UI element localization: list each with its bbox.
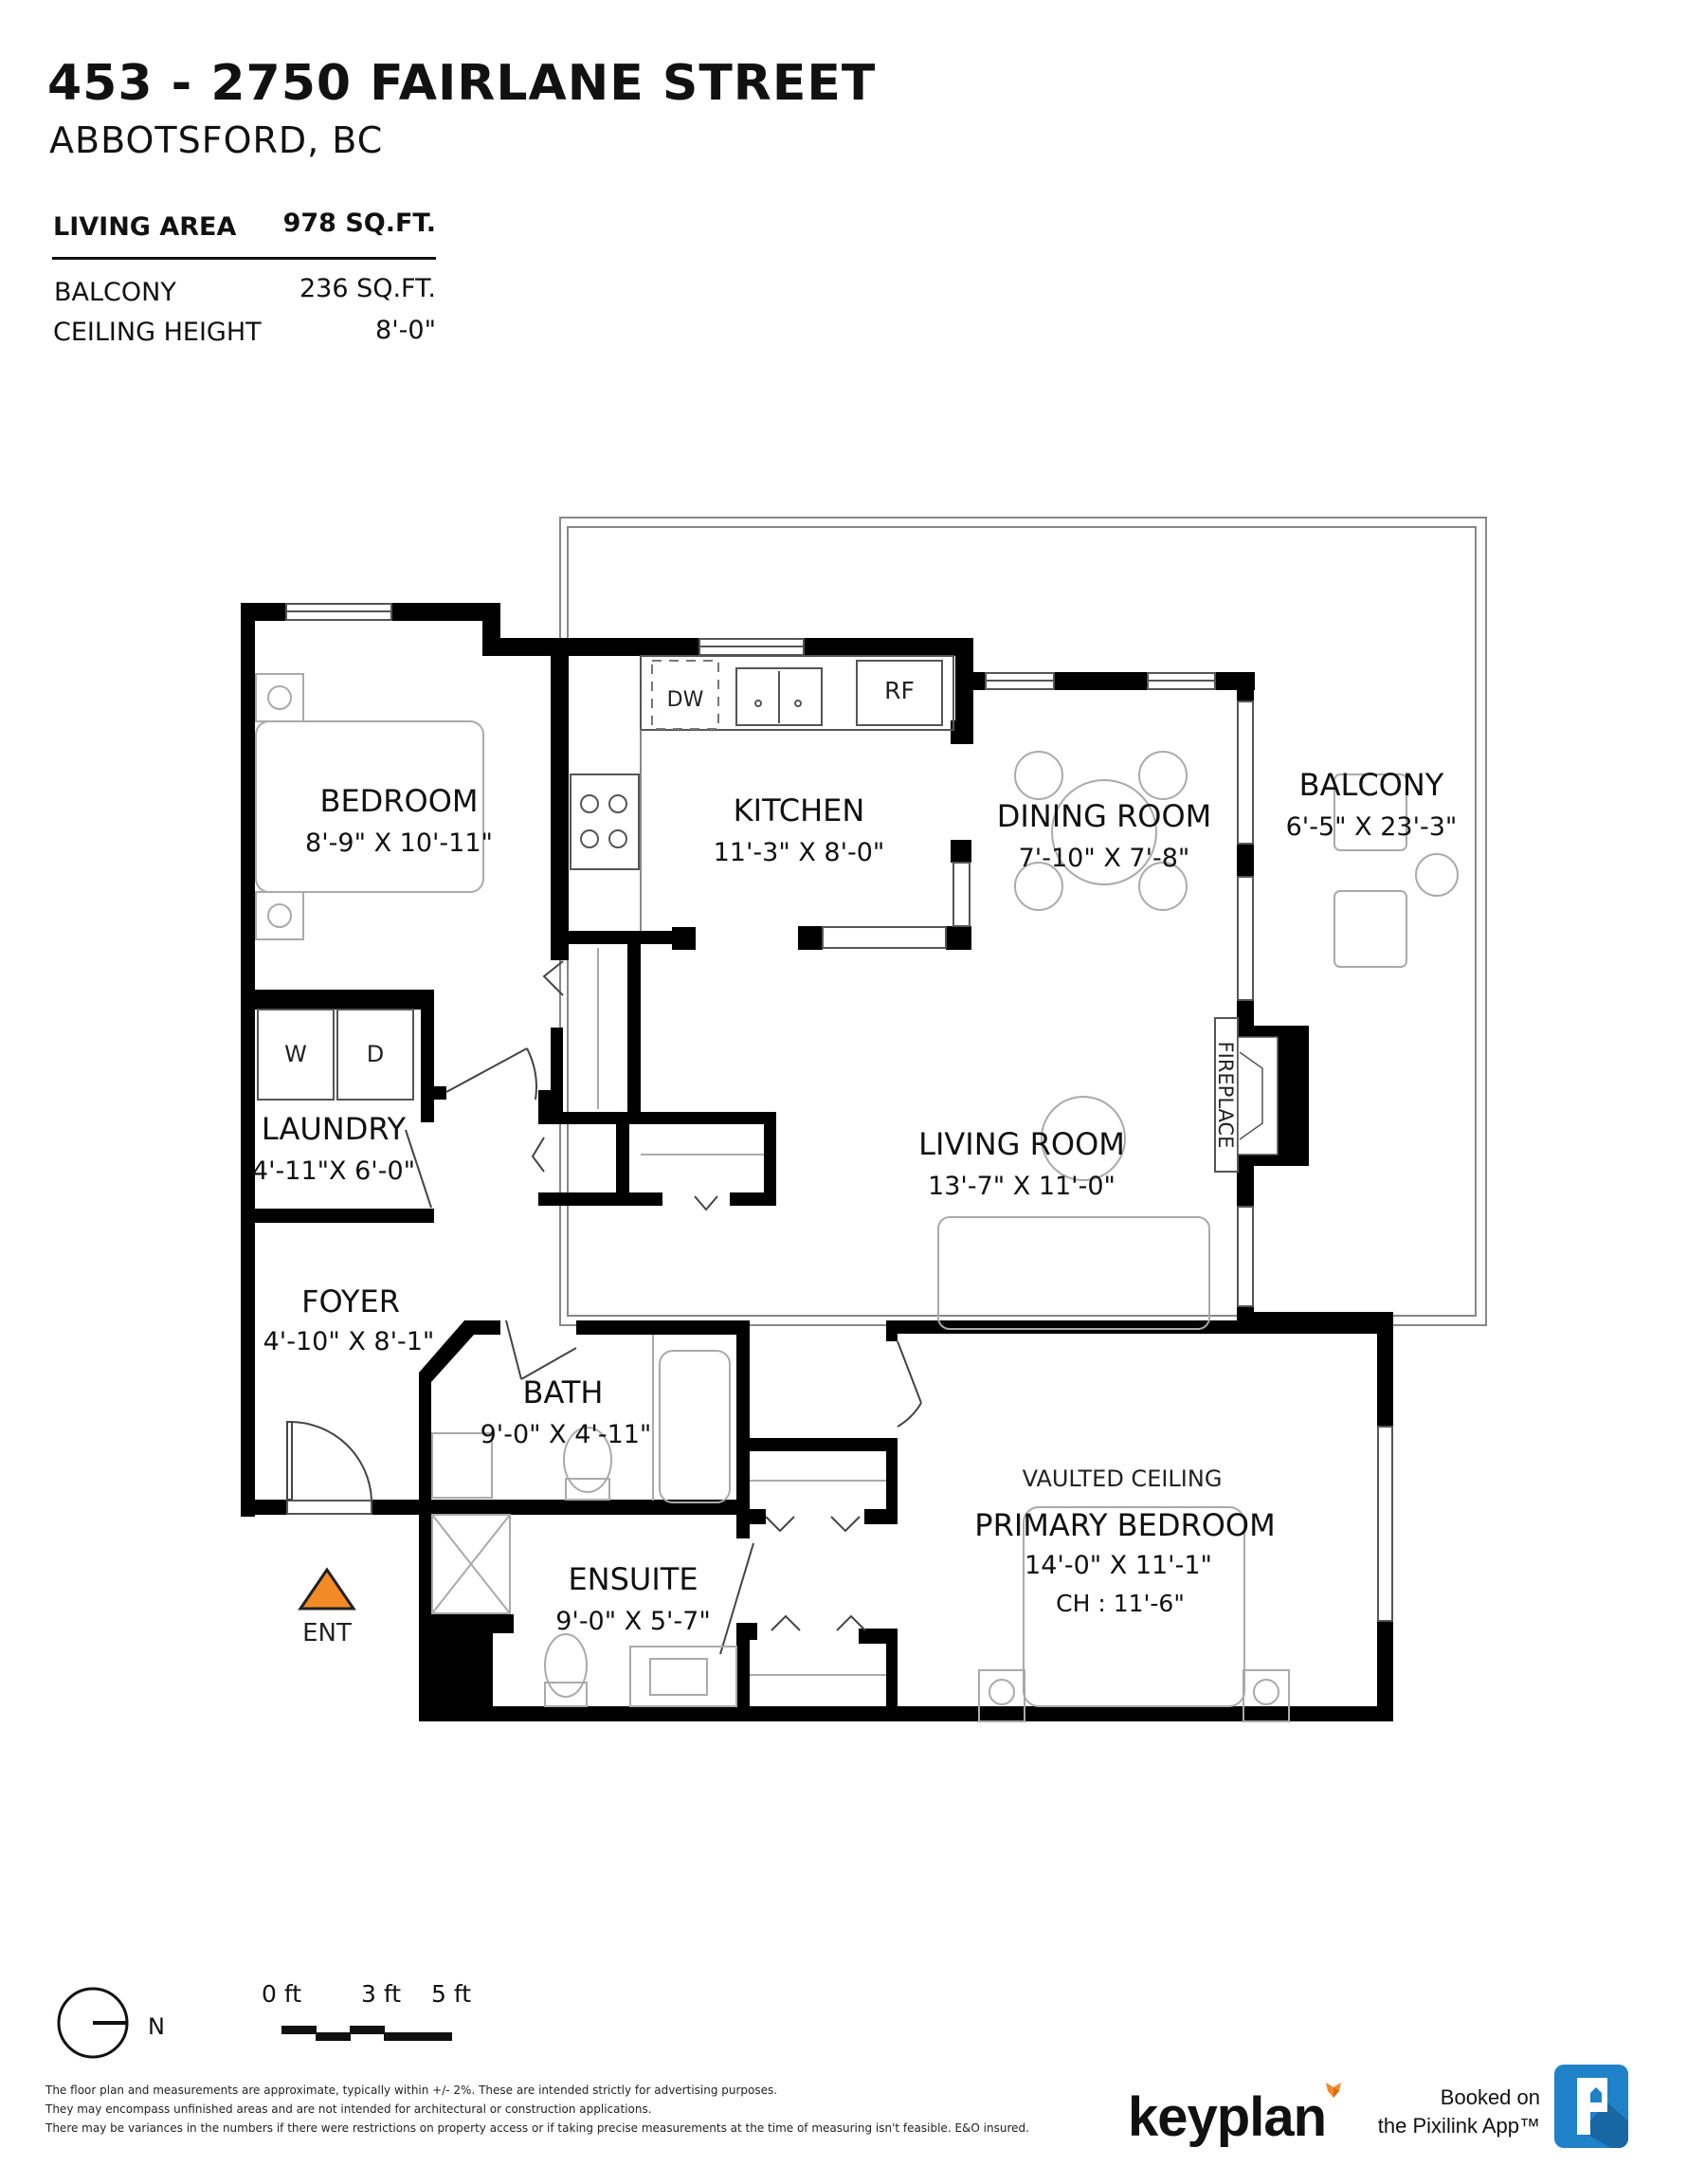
room-name: BALCONY bbox=[1299, 767, 1444, 803]
booked-on-text: Booked on the Pixilink App™ bbox=[1346, 2084, 1540, 2140]
room-balcony: BALCONY 6'-5" X 23'-3" bbox=[1286, 767, 1458, 842]
vaulted-ceiling-note: VAULTED CEILING bbox=[1023, 1465, 1223, 1492]
disclaimer-line: There may be variances in the numbers if… bbox=[45, 2121, 1029, 2135]
fox-icon bbox=[1326, 2083, 1341, 2098]
furniture bbox=[255, 673, 1459, 1722]
room-dimensions: 7'-10" X 7'-8" bbox=[1019, 844, 1190, 873]
balcony-area-value: 236 SQ.FT. bbox=[299, 274, 436, 303]
fireplace-label: FIREPLACE bbox=[1214, 1042, 1237, 1149]
room-dining: DINING ROOM 7'-10" X 7'-8" bbox=[997, 798, 1212, 873]
property-address: 453 - 2750 FAIRLANE STREET bbox=[47, 55, 877, 112]
scale-label-0: 0 ft bbox=[262, 1980, 301, 2008]
room-name: LAUNDRY bbox=[262, 1111, 407, 1147]
living-area-label: LIVING AREA bbox=[53, 212, 237, 242]
entrance-triangle-icon bbox=[298, 1567, 356, 1611]
ceiling-height-value: 8'-0" bbox=[375, 316, 436, 345]
room-dimensions: 9'-0" X 4'-11" bbox=[481, 1420, 652, 1449]
windows bbox=[285, 603, 1393, 1622]
dryer-label: D bbox=[367, 1041, 384, 1067]
room-bedroom: BEDROOM 8'-9" X 10'-11" bbox=[305, 783, 493, 858]
living-area-value: 978 SQ.FT. bbox=[282, 209, 436, 238]
room-laundry: LAUNDRY 4'-11"X 6'-0" bbox=[252, 1111, 415, 1186]
room-foyer: FOYER 4'-10" X 8'-1" bbox=[263, 1283, 435, 1356]
room-dimensions: 6'-5" X 23'-3" bbox=[1286, 812, 1458, 842]
disclaimer-line: The floor plan and measurements are appr… bbox=[45, 2084, 778, 2097]
washer-label: W bbox=[284, 1041, 307, 1067]
room-name: KITCHEN bbox=[734, 792, 865, 828]
room-name: BEDROOM bbox=[319, 783, 478, 819]
pixilink-app-icon bbox=[1554, 2065, 1628, 2148]
room-name: LIVING ROOM bbox=[918, 1126, 1125, 1162]
stats-divider bbox=[52, 257, 436, 260]
room-bath: BATH 9'-0" X 4'-11" bbox=[481, 1374, 652, 1449]
room-dimensions: 14'-0" X 11'-1" bbox=[1025, 1551, 1212, 1580]
fridge-label: RF bbox=[884, 677, 915, 704]
booked-line-2: the Pixilink App™ bbox=[1377, 2114, 1540, 2138]
entrance-label: ENT bbox=[302, 1619, 352, 1647]
room-name: DINING ROOM bbox=[997, 798, 1212, 834]
fireplace-icon bbox=[1214, 1017, 1279, 1173]
booked-line-1: Booked on bbox=[1440, 2085, 1540, 2109]
kitchen-fixtures bbox=[570, 655, 970, 949]
room-dimensions: 4'-10" X 8'-1" bbox=[263, 1327, 435, 1356]
room-name: ENSUITE bbox=[568, 1561, 698, 1597]
property-city: ABBOTSFORD, BC bbox=[49, 119, 384, 161]
ceiling-height-note: CH : 11'-6" bbox=[1056, 1590, 1185, 1617]
compass-north-label: N bbox=[148, 2013, 165, 2040]
room-ensuite: ENSUITE 9'-0" X 5'-7" bbox=[555, 1561, 711, 1636]
compass-icon bbox=[57, 1987, 129, 2059]
disclaimer: The floor plan and measurements are appr… bbox=[45, 2081, 1088, 2138]
balcony-area-label: BALCONY bbox=[54, 278, 176, 307]
disclaimer-line: They may encompass unfinished areas and … bbox=[45, 2102, 652, 2116]
room-dimensions: 4'-11"X 6'-0" bbox=[252, 1156, 415, 1186]
scale-label-5: 5 ft bbox=[431, 1980, 471, 2008]
room-primary-bedroom: VAULTED CEILING PRIMARY BEDROOM 14'-0" X… bbox=[974, 1465, 1275, 1617]
room-dimensions: 9'-0" X 5'-7" bbox=[555, 1607, 711, 1636]
room-dimensions: 11'-3" X 8'-0" bbox=[714, 838, 885, 867]
room-name: BATH bbox=[523, 1374, 604, 1410]
room-name: PRIMARY BEDROOM bbox=[974, 1507, 1275, 1543]
scale-bar bbox=[281, 2026, 452, 2041]
room-kitchen: KITCHEN 11'-3" X 8'-0" bbox=[714, 792, 885, 867]
doors bbox=[286, 960, 922, 1655]
room-dimensions: 8'-9" X 10'-11" bbox=[305, 828, 493, 858]
ceiling-height-label: CEILING HEIGHT bbox=[53, 318, 262, 347]
room-living: LIVING ROOM 13'-7" X 11'-0" bbox=[918, 1126, 1125, 1201]
room-name: FOYER bbox=[301, 1283, 400, 1320]
keyplan-logo: keyplan bbox=[1128, 2086, 1327, 2148]
dishwasher-label: DW bbox=[667, 688, 704, 712]
room-dimensions: 13'-7" X 11'-0" bbox=[928, 1172, 1116, 1201]
laundry-appliances bbox=[257, 1009, 414, 1101]
scale-label-3: 3 ft bbox=[361, 1980, 401, 2008]
